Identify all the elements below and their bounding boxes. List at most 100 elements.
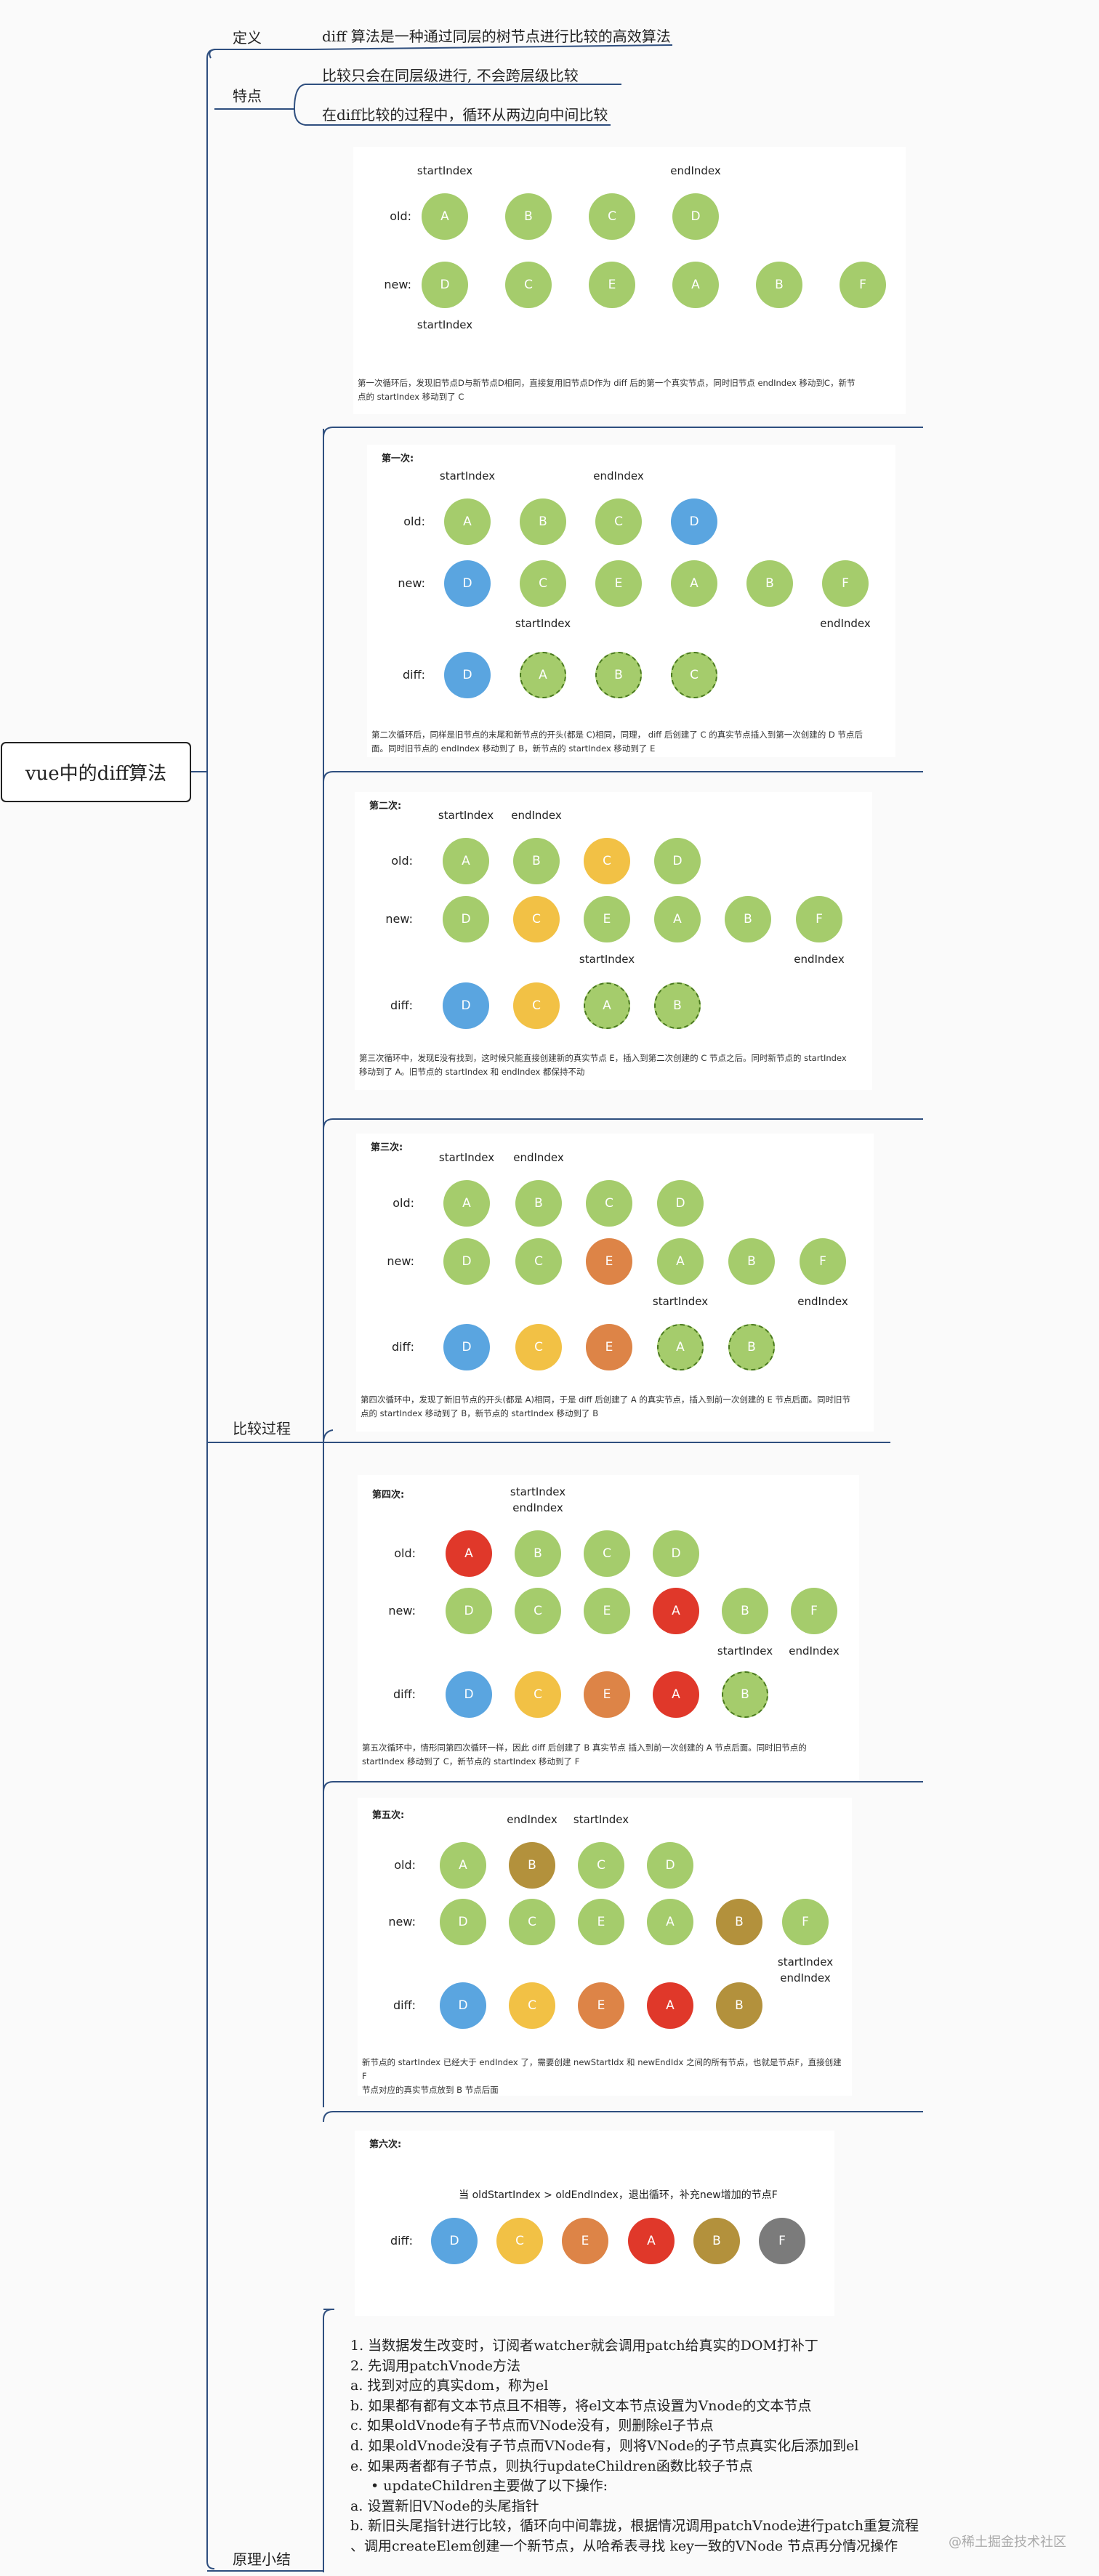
vnode-circle: A	[653, 1671, 699, 1718]
vnode-circle: A	[672, 262, 719, 308]
vnode-circle: B	[725, 896, 771, 942]
row-label: new:	[398, 576, 425, 590]
caption-line: 第四次循环中，发现了新旧节点的开头(都是 A)相同，于是 diff 后创建了 A…	[361, 1394, 850, 1405]
vnode-circle: B	[505, 193, 552, 240]
panel-title: 第五次:	[372, 1810, 405, 1821]
pointer-label: startIndex	[416, 318, 473, 331]
underline-feature-1	[294, 84, 621, 110]
pointer-label: startIndex	[717, 1644, 773, 1658]
underline-feature-2	[294, 108, 611, 126]
row-label: diff:	[391, 1340, 414, 1354]
vnode-circle: A	[584, 982, 630, 1029]
vnode-circle: A	[671, 560, 717, 607]
vnode-circle: D	[444, 560, 491, 607]
vnode-circle: D	[431, 2218, 478, 2264]
pointer-label: startIndex	[777, 1955, 834, 1969]
vnode-circle: E	[589, 262, 635, 308]
vnode-circle: E	[586, 1238, 632, 1285]
vnode-circle: F	[782, 1899, 829, 1945]
caption-line: 第五次循环中，情形同第四次循环一样，因此 diff 后创建了 B 真实节点 插入…	[362, 1743, 807, 1753]
row-label: diff:	[392, 1687, 416, 1701]
vnode-circle: B	[515, 1530, 561, 1577]
caption-line: 点的 startIndex 移动到了 B，新节点的 startIndex 移动到…	[361, 1408, 599, 1418]
vnode-circle: D	[422, 262, 468, 308]
row-label: new:	[388, 1604, 416, 1618]
vnode-circle: C	[515, 1671, 561, 1718]
vnode-circle: A	[628, 2218, 675, 2264]
vnode-circle: A	[443, 1180, 490, 1227]
branch-label-summary[interactable]: 原理小结	[233, 2551, 291, 2568]
pointer-label: endIndex	[820, 617, 871, 630]
feature-item-same-level[interactable]: 比较只会在同层级进行, 不会跨层级比较	[322, 67, 579, 84]
vnode-circle: F	[759, 2218, 805, 2264]
vnode-circle: D	[672, 193, 719, 240]
row-label: old:	[392, 1196, 414, 1210]
caption-line: 第一次循环后，发现旧节点D与新节点D相同，直接复用旧节点D作为 diff 后的第…	[358, 378, 856, 388]
panel-caption: 第二次循环后，同样是旧节点的末尾和新节点的开头(都是 C)相同，同理， diff…	[371, 728, 890, 756]
vnode-circle: F	[796, 896, 842, 942]
vnode-circle: B	[746, 560, 793, 607]
vnode-circle: D	[657, 1180, 704, 1227]
root-node[interactable]: vue中的diff算法	[1, 742, 191, 802]
vnode-circle: D	[446, 1588, 492, 1634]
vnode-circle: C	[671, 652, 717, 698]
pointer-label: startIndex	[438, 1151, 495, 1164]
vnode-circle: D	[443, 982, 489, 1029]
vnode-circle: E	[586, 1324, 632, 1370]
watermark: @稀土掘金技术社区	[949, 2535, 1066, 2550]
pointer-label: startIndex	[515, 617, 571, 630]
definition-text[interactable]: diff 算法是一种通过同层的树节点进行比较的高效算法	[322, 28, 671, 45]
caption-line: 第二次循环后，同样是旧节点的末尾和新节点的开头(都是 C)相同，同理， diff…	[371, 730, 863, 740]
pointer-label: startIndex	[438, 809, 494, 822]
panel-message: 当 oldStartIndex > oldEndIndex，退出循环，补充new…	[459, 2189, 778, 2201]
branch-label-process[interactable]: 比较过程	[233, 1420, 291, 1437]
vnode-circle: A	[446, 1530, 492, 1577]
row-label: diff:	[390, 998, 413, 1012]
vnode-circle: E	[584, 896, 630, 942]
panel-title: 第二次:	[369, 801, 402, 812]
vnode-circle: B	[520, 498, 566, 545]
vnode-circle: B	[722, 1671, 768, 1718]
panel-connector-2	[323, 771, 923, 783]
summary-line: a. 找到对应的真实dom，称为el	[350, 2378, 549, 2394]
pointer-label: endIndex	[511, 809, 562, 822]
vnode-circle: C	[584, 838, 630, 884]
panel-title: 第三次:	[371, 1142, 403, 1153]
pointer-label: endIndex	[593, 469, 644, 483]
feature-item-two-ends[interactable]: 在diff比较的过程中，循环从两边向中间比较	[322, 106, 608, 124]
summary-line: e. 如果两者都有子节点，则执行updateChildren函数比较子节点	[350, 2458, 753, 2474]
vnode-circle: B	[756, 262, 802, 308]
vnode-circle: C	[509, 1899, 555, 1945]
vnode-circle: C	[496, 2218, 543, 2264]
panel-connector-1	[323, 427, 923, 438]
vnode-circle: D	[440, 1899, 486, 1945]
vnode-circle: A	[422, 193, 468, 240]
vnode-circle: D	[443, 1238, 490, 1285]
row-label: diff:	[392, 1998, 416, 2012]
panel-caption: 第四次循环中，发现了新旧节点的开头(都是 A)相同，于是 diff 后创建了 A…	[361, 1393, 868, 1421]
row-label: old:	[394, 1546, 416, 1560]
vnode-circle: B	[515, 1180, 562, 1227]
pointer-label: startIndex	[573, 1813, 629, 1826]
row-label: diff:	[390, 2234, 413, 2248]
panel-caption: 新节点的 startIndex 已经大于 endIndex 了，需要创建 new…	[362, 2056, 846, 2097]
branch-label-definition[interactable]: 定义	[233, 29, 262, 47]
vnode-circle: A	[520, 652, 566, 698]
branch-label-features[interactable]: 特点	[233, 87, 262, 105]
row-label: old:	[394, 1858, 416, 1872]
summary-line: b. 如果都有都有文本节点且不相等，将el文本节点设置为Vnode的文本节点	[350, 2397, 812, 2414]
pointer-label: endIndex	[507, 1813, 557, 1826]
vnode-circle: D	[443, 896, 489, 942]
vnode-circle: B	[722, 1588, 768, 1634]
vnode-circle: A	[440, 1842, 486, 1889]
vnode-circle: B	[716, 1899, 762, 1945]
vnode-circle: A	[653, 1588, 699, 1634]
vnode-circle: B	[509, 1842, 555, 1889]
summary-line: • updateChildren主要做了以下操作:	[371, 2478, 608, 2495]
vnode-circle: D	[444, 652, 491, 698]
vnode-circle: A	[444, 498, 491, 545]
